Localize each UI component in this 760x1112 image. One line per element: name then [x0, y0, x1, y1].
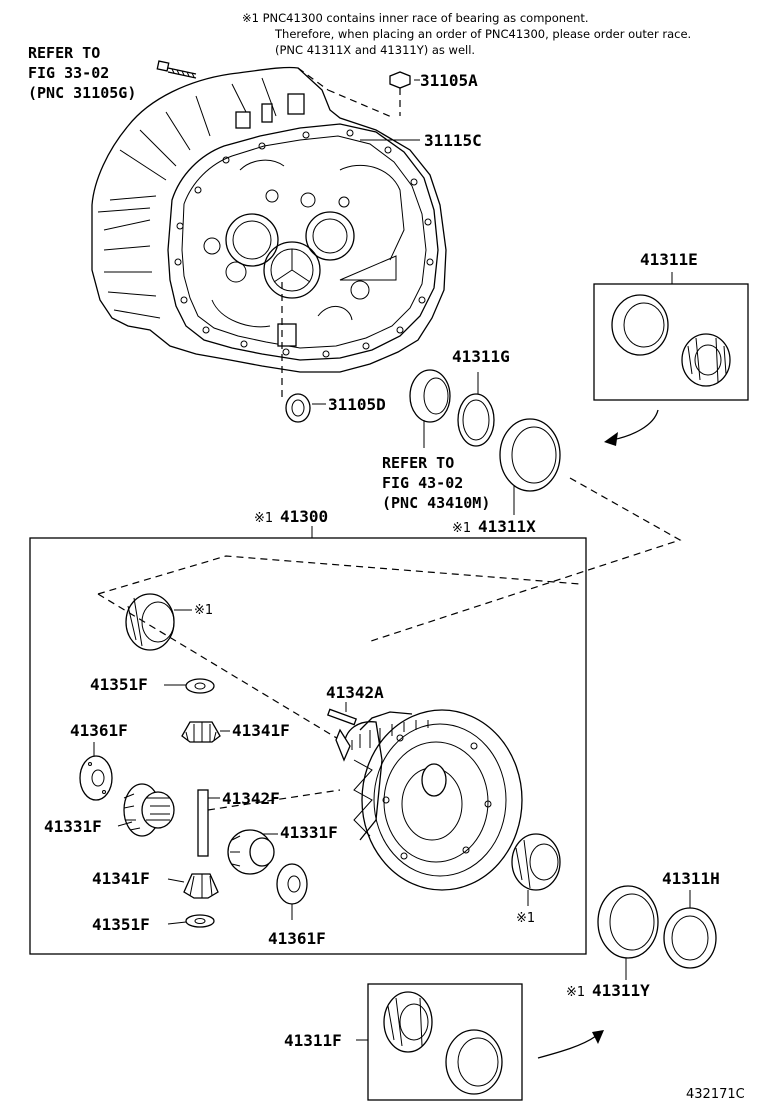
label-41311e[interactable]: 41311E — [640, 250, 698, 269]
washer-41351f-top-illustration — [185, 678, 215, 694]
refer-line-1: REFER TO — [382, 454, 454, 472]
arrow-41311f-icon — [537, 1030, 604, 1059]
differential-assembly-box — [29, 537, 587, 955]
label-41361f-left[interactable]: 41361F — [70, 721, 128, 740]
label-41311y[interactable]: 41311Y — [592, 981, 650, 1000]
label-41311f[interactable]: 41311F — [284, 1031, 342, 1050]
transaxle-case-illustration — [91, 66, 447, 373]
label-31105d[interactable]: 31105D — [328, 395, 386, 414]
note-line-2: Therefore, when placing an order of PNC4… — [274, 27, 691, 41]
bearing-41311e-box — [593, 283, 749, 401]
washer-41351f-bottom-illustration — [185, 914, 215, 928]
mark-41311y: ※1 — [566, 985, 585, 1000]
outer-race-41311x-illustration — [499, 418, 561, 515]
refer-line-2: FIG 43-02 — [382, 474, 463, 492]
label-41351f-top[interactable]: 41351F — [90, 675, 148, 694]
refer-line-2: FIG 33-02 — [28, 64, 109, 82]
label-41311x[interactable]: 41311X — [478, 517, 536, 536]
refer-line-3: (PNC 43410M) — [382, 494, 490, 512]
label-41311h[interactable]: 41311H — [662, 869, 720, 888]
bearing-41311f-box — [367, 983, 523, 1101]
gear-41341f-bottom-illustration — [183, 873, 219, 899]
label-41342a[interactable]: 41342A — [326, 683, 384, 702]
plug-31105a-illustration — [389, 71, 411, 116]
label-41300[interactable]: 41300 — [280, 507, 328, 526]
seal-31105d-illustration — [281, 282, 311, 423]
label-41351f-bottom[interactable]: 41351F — [92, 915, 150, 934]
washer-41361f-bottom-illustration — [276, 863, 308, 905]
refer-line-3: (PNC 31105G) — [28, 84, 136, 102]
seal-43410m-illustration — [409, 369, 451, 448]
label-41311g[interactable]: 41311G — [452, 347, 510, 366]
label-41341f-top[interactable]: 41341F — [232, 721, 290, 740]
mark-bearing-top: ※1 — [194, 603, 213, 618]
label-31105a[interactable]: 31105A — [420, 71, 478, 90]
refer-fig-43-02[interactable]: REFER TO FIG 43-02 (PNC 43410M) — [382, 454, 490, 512]
bearing-top-illustration — [125, 593, 175, 651]
label-41342f[interactable]: 41342F — [222, 789, 280, 808]
shaft-41342f-illustration — [197, 789, 209, 857]
note-line-1: ※1 PNC41300 contains inner race of beari… — [242, 11, 589, 25]
refer-line-1: REFER TO — [28, 44, 100, 62]
shim-41311g-illustration — [457, 372, 495, 447]
mark-41300: ※1 — [254, 511, 273, 526]
label-41331f-left[interactable]: 41331F — [44, 817, 102, 836]
order-note: ※1 PNC41300 contains inner race of beari… — [242, 11, 691, 57]
illustration-code: 432171C — [686, 1087, 745, 1102]
gear-41341f-top-illustration — [181, 721, 221, 743]
arrow-41311e-icon — [604, 409, 659, 446]
pin-41342a-illustration — [326, 708, 358, 726]
mark-bearing-bottom: ※1 — [516, 911, 535, 926]
label-41361f-bottom[interactable]: 41361F — [268, 929, 326, 948]
outer-race-41311y-illustration — [597, 885, 659, 959]
label-31115c[interactable]: 31115C — [424, 131, 482, 150]
side-gear-41331f-right-illustration — [227, 829, 275, 875]
bolt-illustration — [156, 60, 197, 79]
mark-41311x: ※1 — [452, 521, 471, 536]
bearing-bottom-illustration — [511, 833, 561, 891]
label-41341f-bottom[interactable]: 41341F — [92, 869, 150, 888]
label-41331f-right[interactable]: 41331F — [280, 823, 338, 842]
ring-gear-differential-case-illustration — [335, 709, 523, 891]
side-gear-41331f-left-illustration — [123, 783, 175, 837]
note-line-3: (PNC 41311X and 41311Y) as well. — [275, 43, 475, 57]
shim-41311h-illustration — [663, 907, 717, 969]
refer-fig-33-02[interactable]: REFER TO FIG 33-02 (PNC 31105G) — [28, 44, 136, 102]
washer-41361f-left-illustration — [79, 755, 113, 801]
